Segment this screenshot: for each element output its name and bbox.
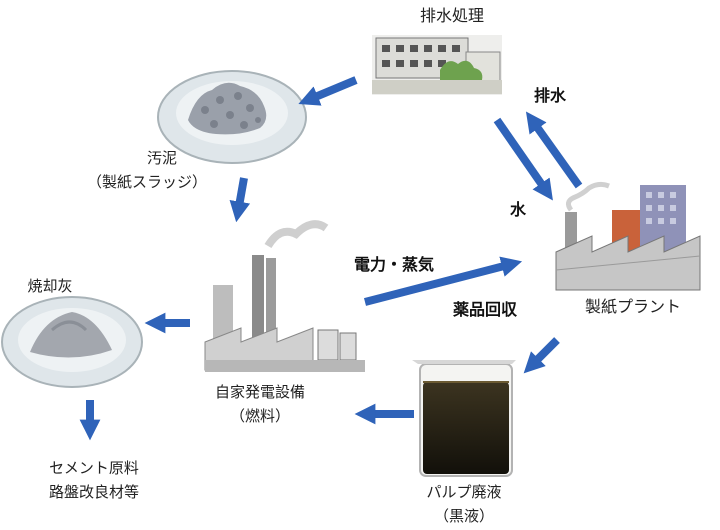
roadbed-improvement-label: 路盤改良材等 [48, 483, 139, 501]
incineration-ash-label: 焼却灰 [27, 277, 73, 295]
arrow-water-to-plant [493, 117, 553, 201]
incineration-ash-dish-image [1, 296, 143, 388]
chemical-recovery-label: 薬品回収 [452, 300, 517, 319]
arrow-plant-to-wastewater [525, 111, 583, 189]
fuel-label: （燃料） [229, 407, 290, 425]
pulp-waste-liquor-label: パルプ廃液 [426, 483, 502, 501]
flow-arrows [79, 76, 583, 441]
paper-plant-image [555, 181, 701, 291]
sludge-dish-image [157, 70, 307, 164]
arrow-sludge-to-powerplant [229, 177, 251, 223]
water-label: 水 [509, 200, 526, 219]
arrow-plant-to-liquor [523, 337, 560, 374]
black-liquor-beaker-image [412, 360, 516, 477]
arrow-wastewater-to-sludge [298, 76, 358, 106]
own-power-plant-label: 自家発電設備 [214, 383, 305, 401]
black-liquor-label: （黒液） [433, 507, 494, 525]
sludge-label: 汚泥 [146, 149, 177, 167]
cement-material-label: セメント原料 [49, 459, 139, 477]
power-steam-label: 電力・蒸気 [353, 255, 434, 274]
arrow-powerplant-to-plant [363, 256, 523, 306]
wastewater-building-image [372, 35, 502, 95]
power-plant-image [204, 220, 365, 372]
paper-plant-label: 製紙プラント [584, 297, 681, 316]
wastewater-treatment-label: 排水処理 [419, 6, 484, 25]
paper-sludge-label: （製紙スラッジ） [86, 173, 207, 191]
discharge-label: 排水 [533, 86, 566, 105]
